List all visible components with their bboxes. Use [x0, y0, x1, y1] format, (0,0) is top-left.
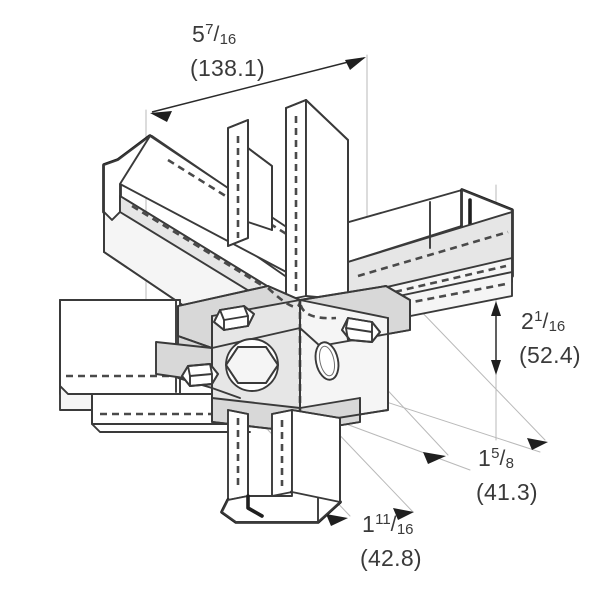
- dimension-label-height-imperial: 21/16: [521, 308, 566, 335]
- dimension-label-overall-width-imperial: 57/16: [192, 21, 237, 48]
- dimension-label-channel-width-imperial: 111/16: [362, 511, 414, 538]
- dim-denominator: 16: [219, 31, 237, 48]
- dim-denominator: 8: [505, 455, 514, 472]
- strut-channel-upper-left: [102, 134, 319, 357]
- dim-whole: 5: [192, 21, 206, 47]
- strut-channel-left-horizontal: [59, 299, 251, 433]
- dim-denominator: 16: [396, 521, 414, 538]
- slotted-oval-hole-right-face: [314, 341, 340, 381]
- dim-denominator: 16: [548, 318, 566, 335]
- dim-numerator: 11: [375, 511, 391, 528]
- dimension-line-height: [491, 301, 501, 375]
- strut-channel-vertical-down: [220, 409, 342, 524]
- round-hole-center-face: [225, 338, 279, 392]
- hex-nut-upper-left: [213, 305, 255, 331]
- hex-nut-upper-right: [341, 317, 381, 343]
- dim-whole: 1: [362, 511, 376, 537]
- dim-numerator: 1: [534, 308, 543, 325]
- dimension-label-channel-width-metric: (42.8): [360, 545, 422, 571]
- dimension-label-depth-metric: (41.3): [476, 479, 538, 505]
- dimension-label-overall-width-metric: (138.1): [190, 55, 265, 81]
- channel-slots-upper-left: [131, 204, 287, 302]
- hex-nut-lower-left: [181, 363, 219, 387]
- dim-numerator: 7: [205, 21, 214, 38]
- strut-channel-vertical-up: [227, 99, 349, 301]
- dim-whole: 2: [521, 308, 535, 334]
- dimension-label-height-metric: (52.4): [519, 342, 581, 368]
- dim-whole: 1: [478, 445, 492, 471]
- dimension-label-depth-imperial: 15/8: [478, 445, 514, 472]
- dimension-line-overall-width: [150, 57, 366, 122]
- dim-numerator: 5: [491, 445, 500, 462]
